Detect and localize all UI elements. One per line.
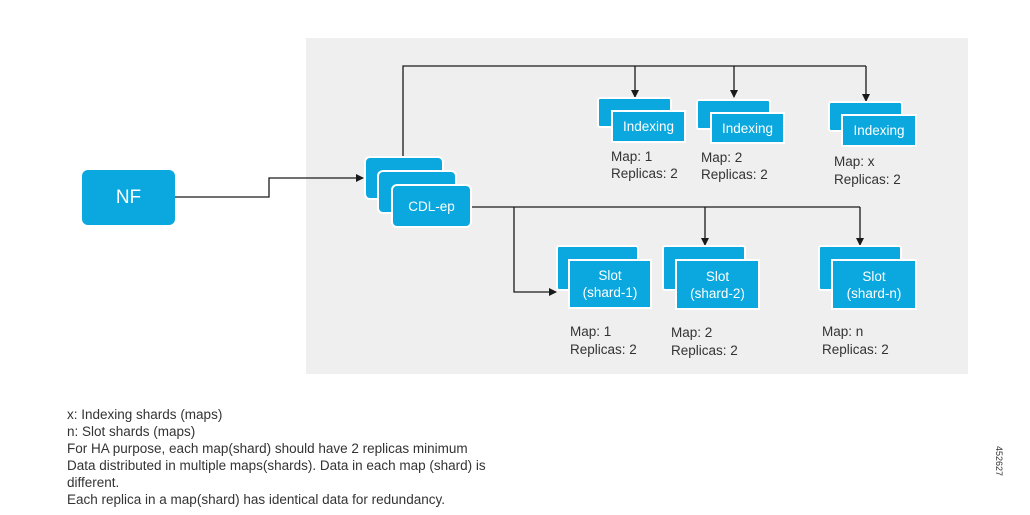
slot-n-line2: (shard-n) [846, 285, 902, 301]
indexing-2-map: Map: 2 [701, 150, 743, 165]
legend-notes: x: Indexing shards (maps) n: Slot shards… [67, 406, 537, 508]
note-indexing-shards: x: Indexing shards (maps) [67, 407, 223, 422]
indexing-1-map: Map: 1 [611, 149, 653, 164]
figure-id: 452627 [994, 446, 1004, 477]
slot-2-line1: Slot [705, 268, 730, 284]
slot-1-map: Map: 1 [570, 324, 612, 339]
slot-2-map: Map: 2 [671, 325, 713, 340]
indexing-bus [402, 65, 866, 156]
arrow-slot-1 [513, 207, 557, 296]
slot-1-replicas: Replicas: 2 [570, 342, 637, 357]
nf-node: NF [82, 170, 175, 225]
indexing-x-replicas: Replicas: 2 [834, 172, 901, 187]
cdl-ep-label: CDL-ep [408, 198, 455, 214]
slot-n-line1: Slot [862, 268, 886, 284]
slot-n-replicas: Replicas: 2 [822, 342, 889, 357]
cdl-ep-node: CDL-ep [391, 184, 472, 228]
slot-1-line2: (shard-1) [582, 285, 638, 300]
note-data-distribution: Data distributed in multiple maps(shards… [67, 458, 486, 490]
indexing-x-label: Indexing [853, 123, 905, 138]
note-redundancy: Each replica in a map(shard) has identic… [67, 492, 445, 507]
note-slot-shards: n: Slot shards (maps) [67, 424, 196, 439]
indexing-2-label: Indexing [721, 120, 774, 136]
slot-2-node: Slot (shard-2) [675, 259, 760, 310]
slot-1-node: Slot (shard-1) [568, 259, 652, 309]
slot-n-map: Map: n [822, 324, 864, 339]
slot-1-line1: Slot [598, 268, 622, 283]
indexing-1-label: Indexing [622, 119, 675, 134]
indexing-2-replicas: Replicas: 2 [701, 167, 768, 182]
slot-2-replicas: Replicas: 2 [671, 343, 738, 358]
indexing-x-node: Indexing [841, 114, 917, 147]
slot-n-node: Slot (shard-n) [831, 259, 917, 310]
indexing-x-map: Map: x [834, 154, 875, 169]
nf-to-cdl-arrow [175, 174, 364, 198]
indexing-1-node: Indexing [611, 110, 686, 143]
indexing-2-node: Indexing [710, 112, 785, 144]
nf-label: NF [115, 187, 142, 208]
slot-2-line2: (shard-2) [690, 285, 745, 301]
note-ha-replicas: For HA purpose, each map(shard) should h… [67, 441, 468, 456]
indexing-1-replicas: Replicas: 2 [611, 166, 678, 181]
